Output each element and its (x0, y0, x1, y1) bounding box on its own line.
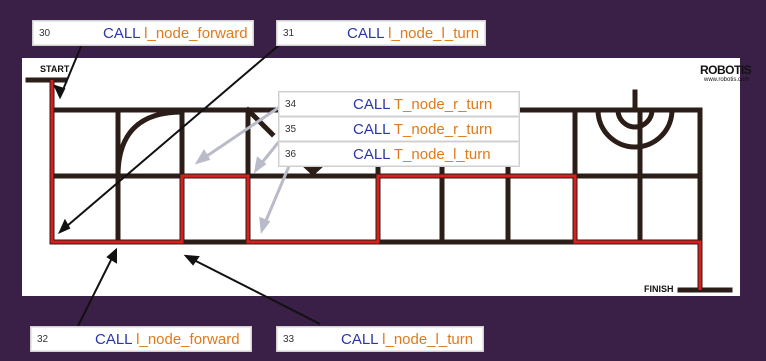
callout-line-34: 34 CALL T_node_r_turn (278, 91, 520, 117)
code-statement: CALL l_node_forward (61, 25, 248, 42)
call-keyword: CALL (341, 330, 378, 348)
code-statement: CALL l_node_l_turn (305, 25, 479, 42)
line-number: 33 (283, 333, 295, 345)
black-arrows (53, 39, 321, 327)
callout-line-35: 35 CALL T_node_r_turn (278, 116, 520, 142)
line-number: 35 (285, 123, 297, 135)
callout-line-31: 31 CALL l_node_l_turn (276, 20, 486, 46)
function-name: T_node_r_turn (393, 95, 493, 113)
call-keyword: CALL (95, 330, 132, 348)
robotis-logo: ROBOTIS (700, 63, 752, 77)
line-number: 36 (285, 148, 297, 160)
call-keyword: CALL (347, 24, 384, 42)
line-number: 30 (39, 27, 51, 39)
track-notch (300, 164, 326, 176)
code-statement: CALL T_node_r_turn (307, 96, 492, 113)
line-number: 31 (283, 27, 295, 39)
line-number: 34 (285, 98, 297, 110)
callout-line-30: 30 CALL l_node_forward (32, 20, 254, 46)
call-keyword: CALL (353, 120, 390, 138)
call-keyword: CALL (103, 24, 140, 42)
call-keyword: CALL (353, 95, 390, 113)
robotis-url: www.robotis.com (704, 77, 750, 83)
callout-line-36: 36 CALL T_node_l_turn (278, 141, 520, 167)
function-name: l_node_l_turn (382, 330, 474, 348)
function-name: l_node_forward (144, 24, 248, 42)
function-name: T_node_r_turn (393, 120, 493, 138)
function-name: l_node_l_turn (388, 24, 480, 42)
finish-label: FINISH (644, 284, 674, 294)
code-statement: CALL T_node_r_turn (307, 121, 492, 138)
code-statement: CALL T_node_l_turn (307, 146, 491, 163)
function-name: l_node_forward (136, 330, 240, 348)
robot-path (50, 80, 702, 290)
callout-line-33: 33 CALL l_node_l_turn (276, 326, 484, 352)
line-number: 32 (37, 333, 49, 345)
call-keyword: CALL (353, 145, 390, 163)
code-statement: CALL l_node_l_turn (305, 331, 473, 348)
code-statement: CALL l_node_forward (59, 331, 240, 348)
callout-line-32: 32 CALL l_node_forward (30, 326, 252, 352)
start-label: START (40, 64, 70, 74)
function-name: T_node_l_turn (393, 145, 491, 163)
